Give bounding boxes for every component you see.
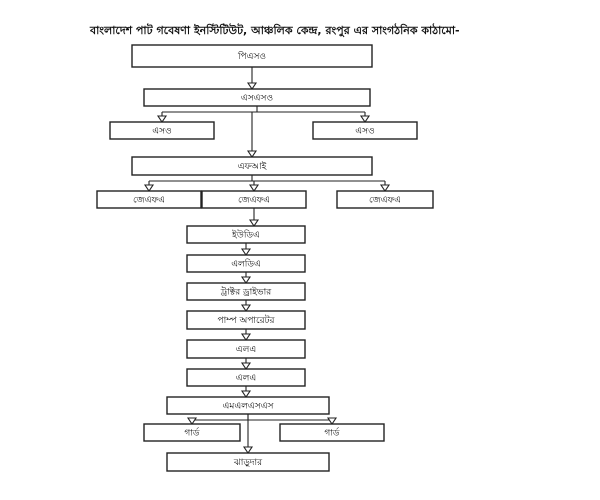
arrowhead: [379, 184, 391, 192]
org-node-box: [166, 396, 330, 415]
org-node-guard-left: গার্ড: [143, 423, 241, 442]
org-node-box: [131, 44, 373, 68]
arrowhead: [240, 390, 252, 398]
connector-mlss-sweeper: [242, 414, 254, 454]
org-node-box: [186, 225, 306, 244]
org-node-label: এসও: [152, 127, 171, 137]
arrowhead: [246, 150, 258, 158]
org-node-jfa-center: জেএফএ: [201, 190, 307, 209]
org-node-box: [336, 190, 434, 209]
org-node-label: এলএ: [236, 345, 256, 355]
org-node-label: ঝাড়ুদার: [233, 458, 263, 468]
connector-jfa_center-uda: [248, 208, 260, 227]
org-node-box: [131, 156, 373, 176]
org-node-box: [186, 310, 306, 330]
org-node-lda: এলডিএ: [186, 254, 306, 273]
arrowhead: [240, 276, 252, 284]
org-node-label: এসও: [355, 127, 374, 137]
org-node-la-2: এলএ: [186, 368, 306, 387]
org-node-label: এলএ: [236, 374, 256, 384]
arrowhead: [240, 362, 252, 370]
org-node-box: [143, 423, 241, 442]
connector-fi-jfa_right: [379, 181, 391, 192]
arrowhead: [248, 184, 260, 192]
org-node-so-left: এসও: [109, 121, 215, 140]
org-node-fi: এফআই: [131, 156, 373, 176]
org-node-label: গার্ড: [184, 428, 200, 439]
org-node-label: গার্ড: [324, 428, 340, 439]
org-node-label: এসএসও: [241, 94, 273, 104]
chart-title: বাংলাদেশ পাট গবেষণা ইনস্টিটিউট, আঞ্চলিক …: [90, 24, 460, 37]
org-node-box: [279, 423, 385, 442]
org-node-label: জেএফএ: [238, 196, 270, 206]
org-node-label: ট্রাক্টর ড্রাইভার: [220, 287, 272, 298]
connector-sso-fi: [246, 112, 258, 158]
arrowhead: [242, 446, 254, 454]
arrowhead: [186, 417, 198, 425]
arrowhead: [240, 304, 252, 312]
org-node-box: [186, 282, 306, 301]
org-node-sweeper: ঝাড়ুদার: [166, 452, 330, 472]
org-node-mlss: এমএলএসএস: [166, 396, 330, 415]
org-node-la-1: এলএ: [186, 339, 306, 359]
arrowhead: [248, 219, 260, 227]
org-node-label: জেএফএ: [369, 196, 401, 206]
arrowhead: [326, 417, 338, 425]
org-node-label: পিএসও: [237, 51, 266, 62]
org-node-label: জেএফএ: [133, 196, 165, 206]
connector-mlss-guard_right: [326, 417, 338, 425]
org-node-label: এমএলএসএস: [223, 402, 275, 412]
org-node-guard-right: গার্ড: [279, 423, 385, 442]
connector-lda-tractor_driver: [240, 272, 252, 284]
org-node-pump-operator: পাম্প অপারেটর: [186, 310, 306, 330]
org-node-box: [96, 190, 202, 209]
connector-pso-sso: [246, 67, 258, 90]
org-node-pso: পিএসও: [131, 44, 373, 68]
org-node-box: [186, 339, 306, 359]
org-node-box: [186, 254, 306, 273]
connector-layer: [143, 67, 391, 454]
org-node-label: পাম্প অপারেটর: [218, 314, 276, 326]
org-node-box: [186, 368, 306, 387]
arrowhead: [240, 333, 252, 341]
org-node-jfa-left: জেএফএ: [96, 190, 202, 209]
connector-mlss-guard_left: [186, 417, 198, 425]
connector-fi-jfa_left: [143, 181, 155, 192]
connector-pump_operator-la_1: [240, 329, 252, 341]
arrowhead: [359, 115, 371, 123]
arrowhead: [240, 248, 252, 256]
org-node-jfa-right: জেএফএ: [336, 190, 434, 209]
org-node-uda: ইউডিএ: [186, 225, 306, 244]
org-node-box: [143, 88, 371, 107]
connector-sso-so_left: [156, 112, 168, 123]
org-node-box: [312, 121, 418, 140]
org-node-box: [109, 121, 215, 140]
connector-uda-lda: [240, 243, 252, 256]
org-node-sso: এসএসও: [143, 88, 371, 107]
org-node-label: এলডিএ: [231, 259, 261, 270]
org-node-label: ইউডিএ: [231, 229, 260, 241]
org-node-so-right: এসও: [312, 121, 418, 140]
arrowhead: [246, 82, 258, 90]
connector-la_1-la_2: [240, 358, 252, 370]
arrowhead: [143, 184, 155, 192]
connector-tractor_driver-pump_operator: [240, 300, 252, 312]
connector-sso-so_right: [359, 112, 371, 123]
org-node-box: [201, 190, 307, 209]
org-node-tractor-driver: ট্রাক্টর ড্রাইভার: [186, 282, 306, 301]
connector-fi-jfa_center: [248, 181, 260, 192]
org-node-label: এফআই: [238, 161, 267, 172]
node-layer: পিএসও এসএসও এসও এসও এফআই জেএফএ জেএফএ জেএফএ ইউডিএ…: [96, 44, 434, 472]
connector-la_2-mlss: [240, 386, 252, 398]
org-node-box: [166, 452, 330, 472]
arrowhead: [156, 115, 168, 123]
